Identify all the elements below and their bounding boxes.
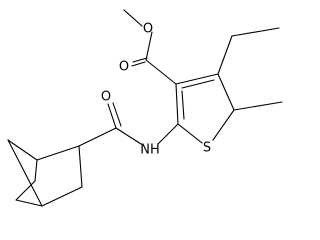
bond-amide-carbonyl-double-b	[112, 102, 122, 127]
bond-ring-c2-c3-inner	[181, 90, 185, 120]
ester-ether-oxygen-label: O	[143, 22, 153, 37]
bond-amide-carbonyl-double-a	[107, 103, 117, 129]
bond-ring-s-c2	[177, 123, 203, 144]
bond-bicycle-c1-c6	[34, 159, 38, 182]
bond-amide-carbon-to-bicycle	[78, 127, 117, 147]
methyl-ester-group	[123, 9, 177, 85]
bond-ring-to-ethyl-ch2	[217, 35, 233, 75]
bond-ester-carbon-to-ring	[145, 59, 177, 85]
bond-ring-c3-c4	[175, 73, 219, 85]
bond-ring-to-methyl	[233, 101, 283, 111]
bond-bicycle-bridge-c4	[7, 139, 43, 207]
ethyl-group	[217, 27, 280, 75]
bond-nitrogen-to-amide-carbon	[115, 127, 142, 145]
ring-methyl-group	[233, 101, 283, 111]
ester-carbonyl-oxygen-label: O	[119, 60, 129, 75]
bond-ester-oxygen-to-carbonyl-carbon	[145, 31, 153, 61]
amide-group	[78, 102, 179, 147]
bond-ring-c2-c3	[175, 83, 179, 125]
bond-bicycle-c6-c5	[15, 180, 36, 201]
bond-bicycle-c2-c1	[36, 145, 80, 161]
bond-ring-c2-to-nitrogen	[157, 123, 179, 145]
bond-ethyl-ch2-to-ch3	[231, 27, 280, 37]
bond-ring-c5-s	[212, 109, 235, 141]
bond-ester-carbonyl-double-a	[131, 61, 146, 67]
norbornane-bicycle	[7, 139, 83, 207]
molecule-structure: O O O NH S	[7, 9, 283, 207]
amide-nitrogen-label: NH	[140, 143, 160, 158]
thiophene-ring	[175, 73, 235, 144]
bond-ring-c4-c5	[217, 73, 235, 111]
bond-ester-carbonyl-double-b	[132, 57, 148, 63]
bond-ring-c3-c4-inner	[181, 79, 215, 89]
bond-methyl-to-ester-oxygen	[123, 9, 143, 27]
bond-bicycle-c5-c4	[15, 199, 43, 207]
bond-bicycle-c3-c4	[41, 186, 83, 207]
bond-bicycle-c1-bridge	[7, 139, 38, 161]
thiophene-sulfur-label: S	[203, 141, 211, 156]
amide-carbonyl-oxygen-label: O	[101, 90, 111, 105]
bond-bicycle-c2-c3	[78, 145, 83, 188]
